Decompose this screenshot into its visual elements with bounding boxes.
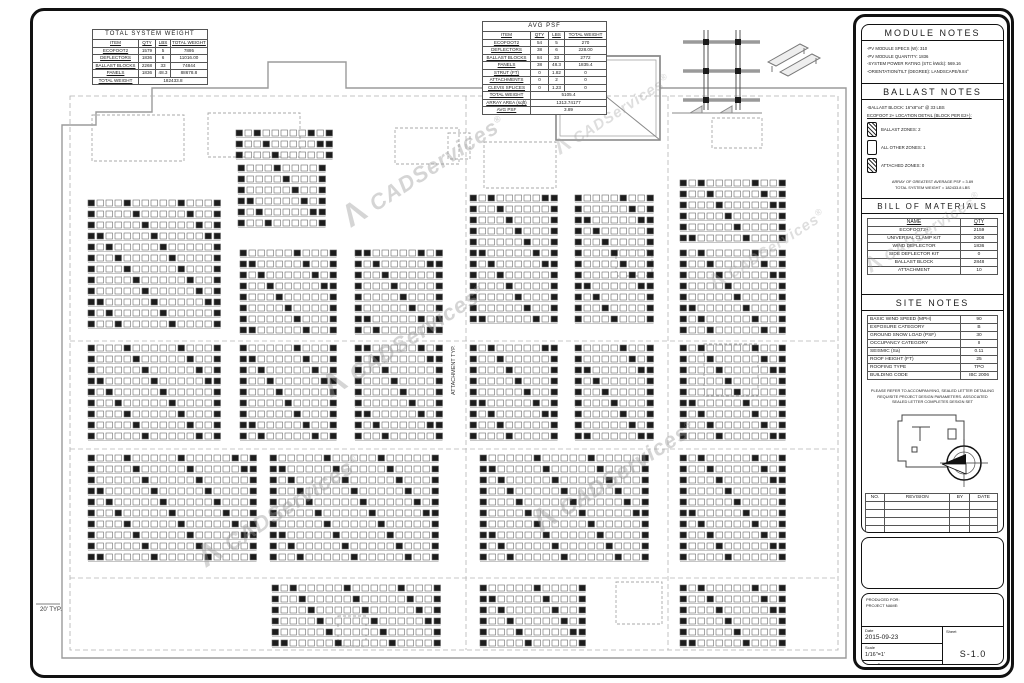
ballast-zone-label: BALLAST ZONES: 2 <box>881 127 921 132</box>
ballast-zone-label: ATTACHED ZONES: 0 <box>881 163 925 168</box>
module-note-line: -PV MODULE QUANTITY: 1836 <box>867 53 929 59</box>
bom-title: BILL OF MATERIALS <box>862 198 1003 214</box>
scale-label: Scale <box>865 645 876 650</box>
module-note-line: -PV MODULE SPECS (W): 310 <box>867 46 928 51</box>
ballast-block-note: -BALLAST BLOCK: 16"x8"x4" @ 33 LBS <box>867 105 945 110</box>
ballast-legend-item: ALL OTHER ZONES: 1 <box>867 140 998 155</box>
title-block: PRODUCED FOR: PROJECT NAME: Date 2015-09… <box>861 593 1004 665</box>
ballast-legend-item: ATTACHED ZONES: 0 <box>867 158 998 173</box>
sheet-border <box>30 8 1014 678</box>
ballast-notes-title: BALLAST NOTES <box>862 83 1003 100</box>
sealed-letter-note: PLEASE REFER TO ACCOMPANYING, SEALED LET… <box>870 388 995 404</box>
north-arrow-compass <box>940 438 988 487</box>
avg-psf-footnote: ARRAY OF GREATEST AVERAGE PSF = 3.89 <box>891 179 974 184</box>
module-detail-elevation <box>672 105 762 114</box>
total-weight-footnote: TOTAL SYSTEM WEIGHT = 182433.8 LBS <box>895 184 970 190</box>
blank-stamp-box <box>861 537 1004 589</box>
module-note-line: -ORIENTATION/TILT (DEGREE): LANDSCAPE/9.… <box>867 68 969 74</box>
ecofoot-location-note: ECOFOOT 2+ LOCATION DETAIL (BLOCK PER E2… <box>867 112 972 118</box>
sheet-label: Sheet <box>946 629 957 634</box>
module-detail-plan <box>683 30 760 110</box>
drawn-by-label: Drawn By <box>865 662 883 665</box>
notes-column: MODULE NOTES -PV MODULE SPECS (W): 310-P… <box>861 24 1004 533</box>
sheet-number: S-1.0 <box>959 649 987 659</box>
panel-arrays <box>87 129 786 648</box>
ballast-zone-label: ALL OTHER ZONES: 1 <box>881 145 926 150</box>
site-notes-title: SITE NOTES <box>862 294 1003 311</box>
parapet-dashed-line <box>69 95 839 651</box>
ballast-notes-body: -BALLAST BLOCK: 16"x8"x4" @ 33 LBS ECOFO… <box>862 100 1003 195</box>
ballast-zone-icon <box>867 158 877 173</box>
ballast-zone-icon <box>867 140 877 155</box>
scale-value: 1/16"=1' <box>865 652 885 658</box>
date-value: 2015-09-23 <box>865 634 899 641</box>
roof-dividers <box>70 96 838 650</box>
produced-for-label: PRODUCED FOR: <box>866 597 900 602</box>
module-notes-title: MODULE NOTES <box>862 25 1003 41</box>
module-notes-list: -PV MODULE SPECS (W): 310 -PV MODULE QUAN… <box>862 41 1003 80</box>
project-name-label: PROJECT NAME: <box>866 603 899 608</box>
key-plan-and-compass <box>897 414 988 487</box>
ballast-legend: BALLAST ZONES: 2 ALL OTHER ZONES: 1 ATTACH… <box>867 122 998 173</box>
title-block-panel: MODULE NOTES -PV MODULE SPECS (W): 310-P… <box>853 14 1010 670</box>
date-label: Date <box>865 628 874 633</box>
svg-text:20' TYP.: 20' TYP. <box>40 607 62 613</box>
ballast-zone-icon <box>867 122 877 137</box>
module-detail-iso <box>766 43 822 77</box>
attachment-label: ATTACHMENT TYP. <box>451 345 457 395</box>
building-outline <box>61 55 847 659</box>
module-note-line: -SYSTEM POWER RATING (STC kWdc): 569.16 <box>867 61 961 66</box>
ballast-legend-item: BALLAST ZONES: 2 <box>867 122 998 137</box>
dimension-20ft: 20' TYP. <box>36 603 62 613</box>
